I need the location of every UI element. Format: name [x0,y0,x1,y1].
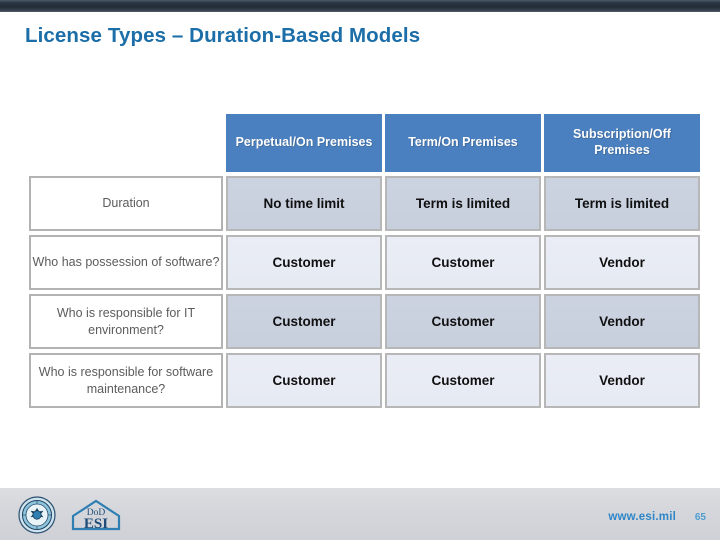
cell-maintenance-term: Customer [385,353,541,408]
top-accent-bar [0,0,720,12]
table-row: Duration No time limit Term is limited T… [29,176,700,231]
license-comparison-table: Perpetual/On Premises Term/On Premises S… [26,110,703,412]
cell-maintenance-subscription: Vendor [544,353,700,408]
cell-possession-subscription: Vendor [544,235,700,290]
table-row: Who is responsible for IT environment? C… [29,294,700,349]
table-header-row: Perpetual/On Premises Term/On Premises S… [29,114,700,172]
cell-it-environment-subscription: Vendor [544,294,700,349]
table-row: Who is responsible for software maintena… [29,353,700,408]
cell-maintenance-perpetual: Customer [226,353,382,408]
column-header-perpetual-on-premises: Perpetual/On Premises [226,114,382,172]
table-corner-cell [29,114,223,172]
page-number: 65 [694,512,706,523]
footer-band [0,488,720,540]
esi-logo-dod-text: DoD [87,508,106,518]
footer-logo-group: DoD ESI [18,496,127,534]
cell-duration-subscription: Term is limited [544,176,700,231]
footer-website-link[interactable]: www.esi.mil [608,511,676,523]
dod-seal-icon [18,496,56,534]
cell-duration-term: Term is limited [385,176,541,231]
cell-it-environment-term: Customer [385,294,541,349]
cell-it-environment-perpetual: Customer [226,294,382,349]
page-title: License Types – Duration-Based Models [25,24,421,47]
cell-possession-term: Customer [385,235,541,290]
esi-logo-esi-text: ESI [84,516,108,532]
row-label-software-maintenance: Who is responsible for software maintena… [29,353,223,408]
cell-possession-perpetual: Customer [226,235,382,290]
row-label-it-environment: Who is responsible for IT environment? [29,294,223,349]
column-header-term-on-premises: Term/On Premises [385,114,541,172]
column-header-subscription-off-premises: Subscription/Off Premises [544,114,700,172]
cell-duration-perpetual: No time limit [226,176,382,231]
table-row: Who has possession of software? Customer… [29,235,700,290]
row-label-duration: Duration [29,176,223,231]
dod-esi-logo: DoD ESI [65,496,127,534]
row-label-possession: Who has possession of software? [29,235,223,290]
